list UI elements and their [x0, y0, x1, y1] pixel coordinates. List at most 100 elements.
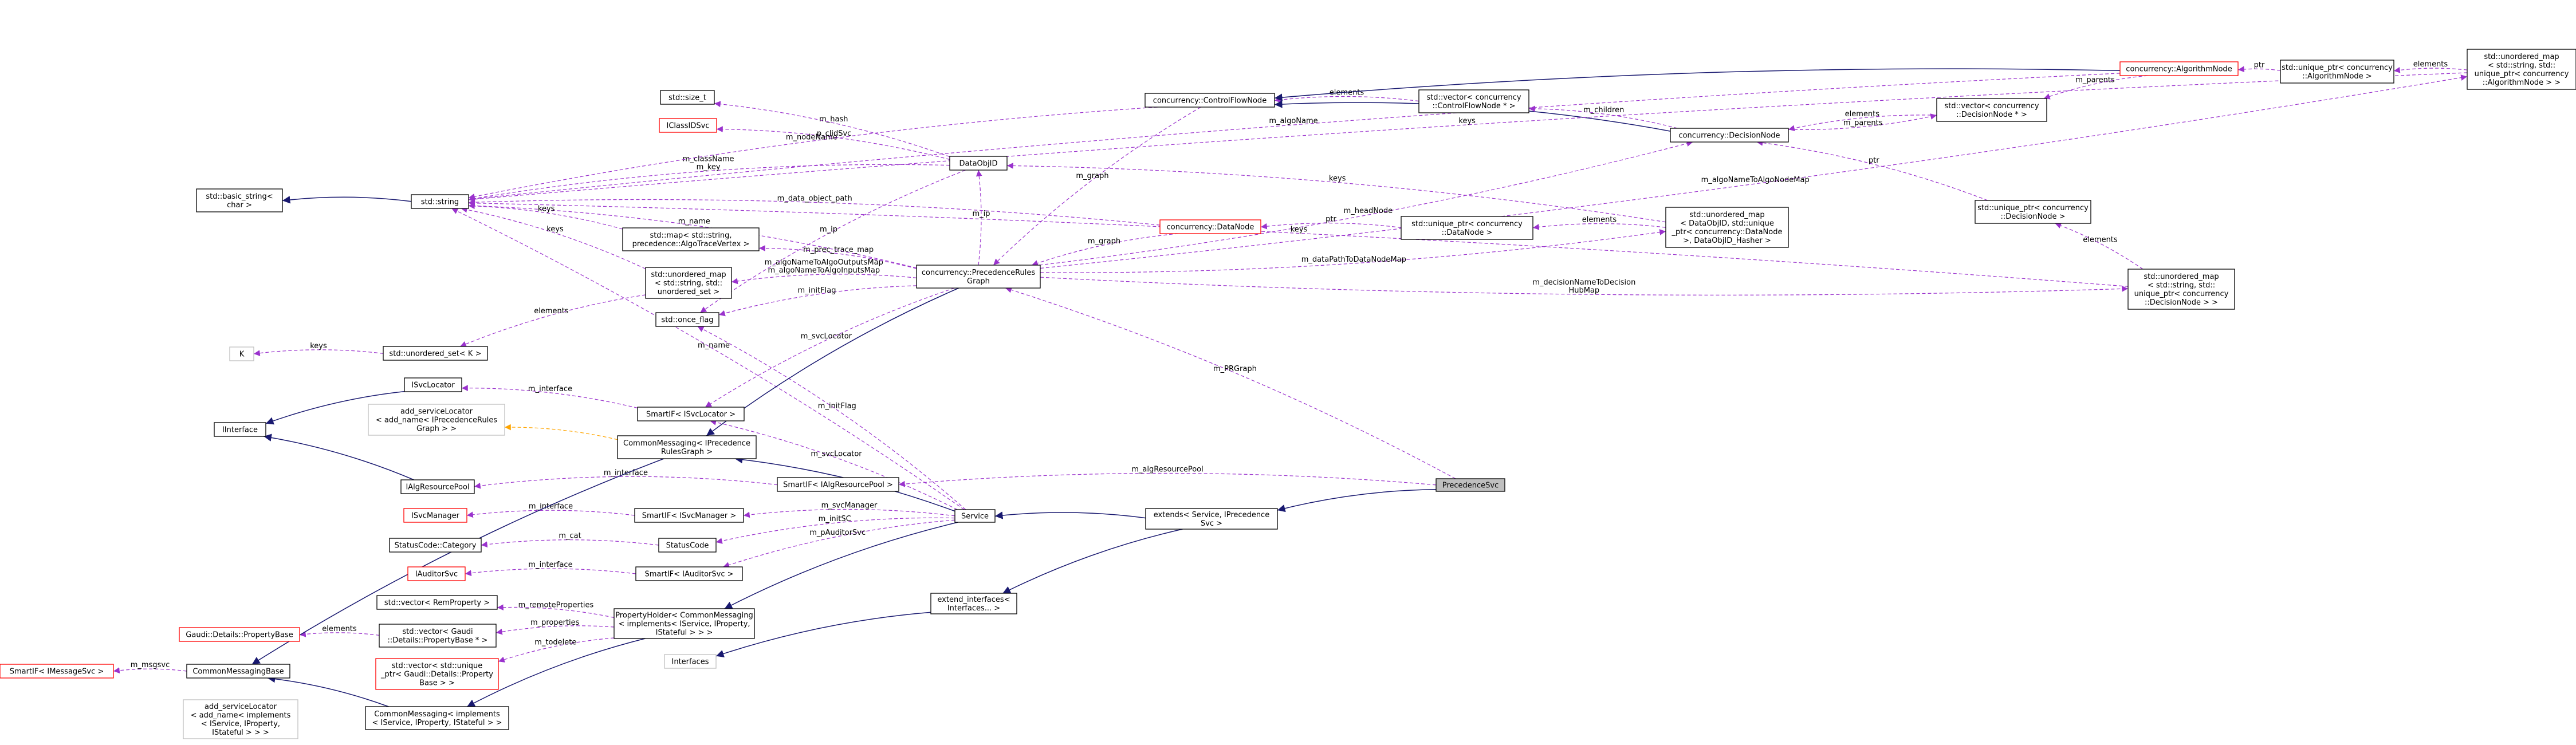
class-node-std-string[interactable]: std::string — [411, 194, 469, 209]
class-node-unique-decision-node[interactable]: std::unique_ptr< concurrency::DecisionNo… — [1975, 200, 2091, 224]
edge-data-obj-id-to-once-flag — [699, 170, 966, 313]
node-box — [179, 627, 300, 642]
edge-label: m_parents — [1843, 119, 1883, 127]
node-box — [196, 188, 283, 212]
class-node-vector-rem-property[interactable]: std::vector< RemProperty > — [376, 595, 498, 610]
class-node-basic-string[interactable]: std::basic_string<char > — [196, 188, 283, 212]
edge-label-line: m_name — [698, 341, 730, 350]
class-node-cm-implements[interactable]: CommonMessaging< implements< IService, I… — [365, 706, 509, 730]
edge-label: keys — [546, 225, 564, 234]
class-node-service[interactable]: Service — [954, 509, 996, 523]
class-node-vector-property-base[interactable]: std::vector< Gaudi::Details::PropertyBas… — [379, 624, 497, 648]
node-label: K — [239, 350, 245, 359]
edge-label-line: m_svcLocator — [801, 332, 852, 341]
class-node-property-holder[interactable]: PropertyHolder< CommonMessaging< impleme… — [613, 608, 755, 639]
class-node-status-code[interactable]: StatusCode — [658, 538, 717, 553]
node-label-line: concurrency::DecisionNode — [1678, 132, 1780, 140]
class-node-size-t[interactable]: std::size_t — [660, 90, 715, 105]
class-node-smart-if-ialg-resource-pool[interactable]: SmartIF< IAlgResourcePool > — [777, 477, 899, 492]
class-node-common-messaging-base[interactable]: CommonMessagingBase — [186, 664, 290, 679]
edge-vector-control-flow-node-to-control-flow-node — [1274, 96, 1419, 103]
class-node-extend-interfaces[interactable]: extend_interfaces<Interfaces... > — [930, 593, 1017, 614]
class-node-isvc-manager[interactable]: ISvcManager — [403, 508, 467, 523]
node-box — [0, 664, 114, 679]
class-node-unordered-map-string-set[interactable]: std::unordered_map< std::string, std::un… — [645, 267, 732, 299]
node-label-line: std::basic_string< — [206, 192, 273, 201]
class-node-umap-decision-node[interactable]: std::unordered_map< std::string, std::un… — [2127, 269, 2235, 310]
class-node-decision-node[interactable]: concurrency::DecisionNode — [1670, 128, 1789, 143]
node-label: concurrency::ControlFlowNode — [1153, 97, 1267, 105]
edge-label: m_pAuditorSvc — [809, 529, 866, 537]
class-node-unique-data-node[interactable]: std::unique_ptr< concurrency::DataNode > — [1401, 216, 1533, 240]
class-node-vector-control-flow-node[interactable]: std::vector< concurrency::ControlFlowNod… — [1418, 89, 1529, 113]
class-node-precedence-svc[interactable]: PrecedenceSvc — [1436, 478, 1505, 492]
edge-data-obj-id-to-iclass-idsvc — [716, 126, 950, 160]
class-node-ialg-resource-pool[interactable]: IAlgResourcePool — [400, 479, 475, 494]
class-node-algorithm-node[interactable]: concurrency::AlgorithmNode — [2119, 61, 2239, 76]
edge-label-line: elements — [534, 307, 569, 316]
class-node-add-service-locator-impl[interactable]: add_serviceLocator< add_name< implements… — [183, 699, 298, 739]
edge-label: ptr — [1326, 215, 1336, 224]
edge-cm-iprecedence-rules-graph-to-add-service-locator-prec — [504, 424, 618, 440]
node-label-line: std::vector< RemProperty > — [384, 599, 490, 608]
edge-label: ptr — [1869, 156, 1879, 165]
edge-label: m_data_object_path — [777, 194, 852, 203]
node-label-line: CommonMessaging< IPrecedence — [623, 439, 750, 448]
node-label: std::unique_ptr< concurrency::AlgorithmN… — [2282, 64, 2393, 81]
class-node-unordered-set-k[interactable]: std::unordered_set< K > — [383, 346, 488, 361]
edge-label: m_dataPathToDataNodeMap — [1301, 255, 1406, 264]
class-node-interfaces[interactable]: Interfaces — [664, 654, 717, 669]
node-box — [660, 90, 715, 105]
class-node-map-string-trace[interactable]: std::map< std::string,precedence::AlgoTr… — [622, 227, 760, 251]
edge-label-line: m_algResourcePool — [1131, 466, 1204, 474]
class-node-add-service-locator-prec[interactable]: add_serviceLocator< add_name< IPrecedenc… — [368, 404, 505, 436]
edge-label: m_graph — [1076, 172, 1108, 180]
class-node-smart-if-iauditor-svc[interactable]: SmartIF< IAuditorSvc > — [635, 566, 743, 581]
node-label-line: CommonMessagingBase — [192, 668, 284, 676]
class-node-once-flag[interactable]: std::once_flag — [655, 312, 719, 327]
class-node-gaudi-property-base[interactable]: Gaudi::Details::PropertyBase — [179, 627, 300, 642]
class-node-smart-if-isvc-manager[interactable]: SmartIF< ISvcManager > — [634, 508, 744, 523]
class-node-vector-unique-property-base[interactable]: std::vector< std::unique_ptr< Gaudi::Det… — [375, 658, 499, 690]
node-label-line: std::vector< std::unique — [392, 662, 483, 671]
class-node-unique-algorithm-node[interactable]: std::unique_ptr< concurrency::AlgorithmN… — [2280, 60, 2394, 84]
node-label: PropertyHolder< CommonMessaging< impleme… — [615, 612, 753, 637]
node-label: concurrency::AlgorithmNode — [2126, 65, 2232, 74]
class-node-k[interactable]: K — [229, 346, 254, 361]
edge-label-line: m_PRGraph — [1213, 365, 1257, 373]
node-label-line: Interfaces... > — [947, 604, 1000, 613]
edge-label-line: elements — [2083, 235, 2118, 244]
node-label-line: < std::string, std:: — [655, 279, 722, 288]
class-node-iinterface[interactable]: IInterface — [214, 422, 266, 437]
edge-service-to-smart-if-iauditor-svc — [723, 519, 955, 568]
class-node-data-obj-id[interactable]: DataObjID — [949, 156, 1008, 171]
node-label-line: IAlgResourcePool — [406, 483, 469, 492]
edge-extend-interfaces-to-interfaces — [715, 612, 931, 657]
class-node-data-node[interactable]: concurrency::DataNode — [1159, 219, 1261, 234]
class-node-smart-if-isvc-locator[interactable]: SmartIF< ISvcLocator > — [637, 407, 745, 421]
node-label-line: add_serviceLocator — [204, 703, 277, 711]
edge-label-line: m_msgsvc — [131, 661, 170, 669]
node-label-line: IAuditorSvc — [415, 570, 458, 579]
class-node-status-code-category[interactable]: StatusCode::Category — [389, 538, 482, 553]
class-node-iclass-idsvc[interactable]: IClassIDSvc — [659, 118, 717, 133]
edge-label-line: m_decisionNameToDecision — [1532, 278, 1635, 287]
node-label: std::once_flag — [661, 316, 713, 325]
class-node-smart-if-imessage-svc[interactable]: SmartIF< IMessageSvc > — [0, 664, 114, 679]
node-box — [637, 407, 745, 421]
class-node-umap-data-obj-id[interactable]: std::unordered_map< DataObjID, std::uniq… — [1665, 207, 1789, 248]
class-node-control-flow-node[interactable]: concurrency::ControlFlowNode — [1145, 93, 1275, 108]
node-label-line: std::vector< concurrency — [1944, 102, 2039, 111]
edge-label: m_svcLocator — [801, 332, 852, 341]
class-node-isvc-locator[interactable]: ISvcLocator — [404, 377, 462, 392]
edge-label: m_svcManager — [821, 502, 878, 510]
edge-label: m_parents — [2075, 76, 2115, 85]
edge-precedence-svc-to-smart-if-ialg-resource-pool — [898, 472, 1437, 487]
class-node-iauditor-svc[interactable]: IAuditorSvc — [407, 566, 466, 581]
class-node-vector-decision-node[interactable]: std::vector< concurrency::DecisionNode *… — [1936, 98, 2047, 122]
class-node-umap-algorithm-node[interactable]: std::unordered_map< std::string, std::un… — [2467, 49, 2576, 90]
